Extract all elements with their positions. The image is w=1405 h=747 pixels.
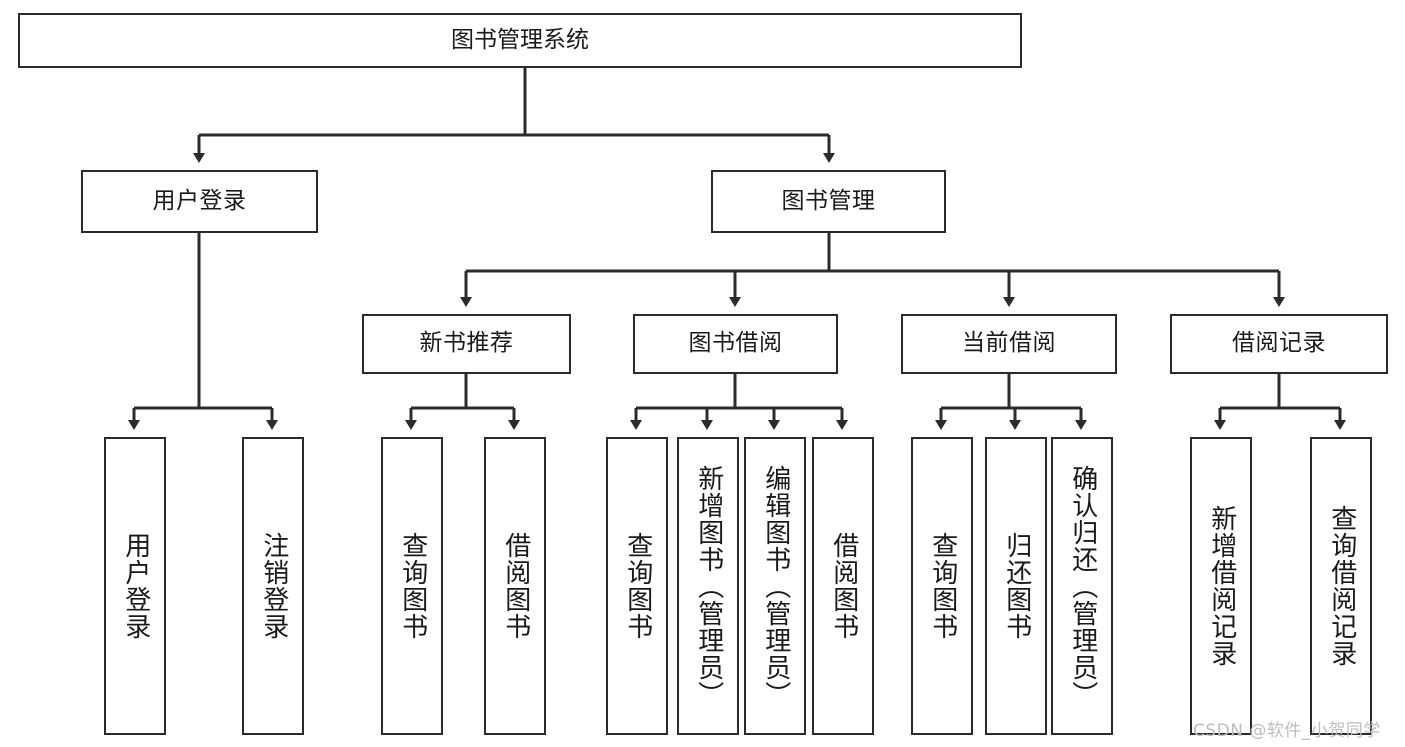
node-root[interactable]: 图书管理系统 — [18, 13, 1022, 68]
leaf-add-borrow-record-label: 新增借阅记录 — [1206, 505, 1237, 667]
node-user-login-label: 用户登录 — [152, 187, 247, 214]
leaf-borrow-book-recommend-label: 借阅图书 — [500, 532, 531, 640]
leaf-query-book-recommend-label: 查询图书 — [397, 532, 428, 640]
node-borrow-record[interactable]: 借阅记录 — [1170, 314, 1388, 374]
leaf-edit-book-admin-label: 编辑图书（管理员） — [760, 464, 791, 708]
leaf-query-book-current-label: 查询图书 — [927, 532, 958, 640]
node-current-borrow-label: 当前借阅 — [962, 330, 1056, 357]
node-new-book-recommend-label: 新书推荐 — [419, 330, 514, 357]
node-root-label: 图书管理系统 — [451, 26, 589, 53]
node-current-borrow[interactable]: 当前借阅 — [901, 314, 1117, 374]
leaf-add-book-admin[interactable]: 新增图书（管理员） — [677, 437, 739, 735]
leaf-return-book-label: 归还图书 — [1001, 532, 1032, 640]
leaf-logout-login[interactable]: 注销登录 — [242, 437, 304, 735]
leaf-query-book-borrow[interactable]: 查询图书 — [606, 437, 668, 735]
leaf-add-book-admin-label: 新增图书（管理员） — [693, 464, 724, 708]
node-user-login[interactable]: 用户登录 — [81, 170, 318, 233]
leaf-query-borrow-record[interactable]: 查询借阅记录 — [1310, 437, 1372, 735]
node-new-book-recommend[interactable]: 新书推荐 — [362, 314, 571, 374]
leaf-borrow-book-recommend[interactable]: 借阅图书 — [484, 437, 546, 735]
leaf-borrow-book[interactable]: 借阅图书 — [812, 437, 874, 735]
leaf-confirm-return-admin[interactable]: 确认归还（管理员） — [1051, 437, 1113, 735]
leaf-confirm-return-admin-label: 确认归还（管理员） — [1067, 464, 1098, 708]
leaf-return-book[interactable]: 归还图书 — [985, 437, 1047, 735]
node-borrow-record-label: 借阅记录 — [1232, 330, 1326, 357]
leaf-user-login[interactable]: 用户登录 — [104, 437, 166, 735]
leaf-user-login-label: 用户登录 — [120, 532, 151, 640]
leaf-edit-book-admin[interactable]: 编辑图书（管理员） — [744, 437, 806, 735]
leaf-query-book-borrow-label: 查询图书 — [622, 532, 653, 640]
node-book-borrow-label: 图书借阅 — [688, 330, 783, 357]
leaf-add-borrow-record[interactable]: 新增借阅记录 — [1190, 437, 1252, 735]
csdn-watermark: CSDN @软件_小贺同学 — [1193, 721, 1381, 741]
leaf-logout-login-label: 注销登录 — [258, 532, 289, 640]
node-book-borrow[interactable]: 图书借阅 — [633, 314, 838, 374]
leaf-query-book-recommend[interactable]: 查询图书 — [381, 437, 443, 735]
node-book-manage-label: 图书管理 — [781, 187, 876, 214]
node-book-manage[interactable]: 图书管理 — [711, 170, 946, 233]
leaf-query-borrow-record-label: 查询借阅记录 — [1326, 505, 1357, 667]
leaf-borrow-book-label: 借阅图书 — [828, 532, 859, 640]
leaf-query-book-current[interactable]: 查询图书 — [911, 437, 973, 735]
